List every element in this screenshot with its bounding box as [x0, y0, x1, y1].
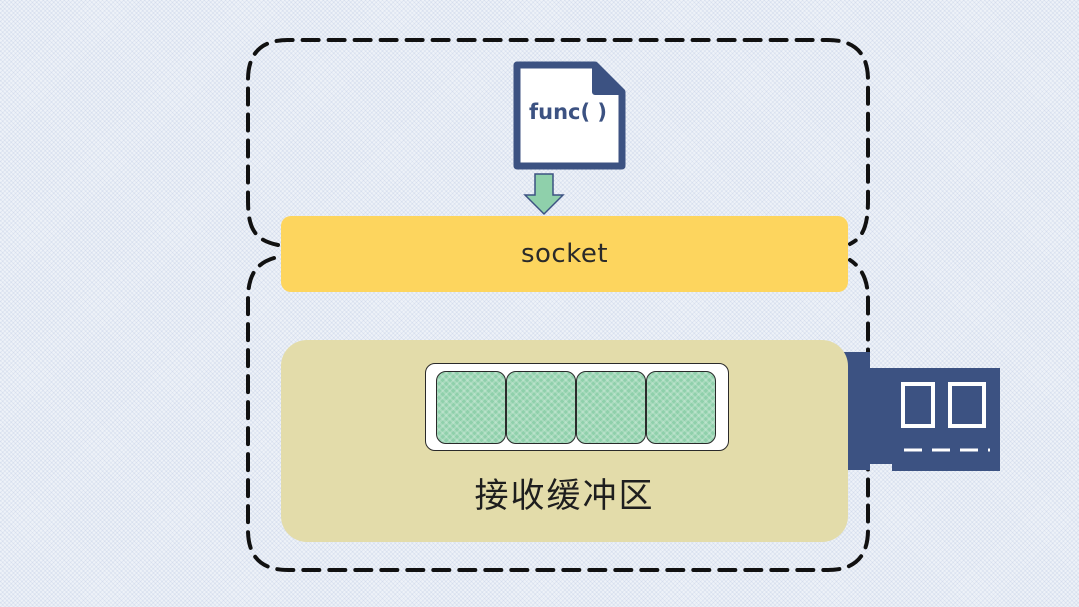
function-label: func( ): [529, 100, 607, 124]
queue-slot: [576, 371, 646, 444]
queue-slot: [646, 371, 716, 444]
arrow-down-icon: [523, 173, 565, 216]
queue-slot: [436, 371, 506, 444]
socket-bar: socket: [281, 216, 848, 292]
user-space-boundary: [246, 38, 870, 247]
queue-slot: [506, 371, 576, 444]
socket-label: socket: [520, 239, 609, 269]
kernel-space-boundary: [246, 256, 870, 572]
buffer-queue: [425, 363, 729, 451]
buffer-label: 接收缓冲区: [474, 476, 655, 516]
document-fold: [592, 65, 622, 95]
